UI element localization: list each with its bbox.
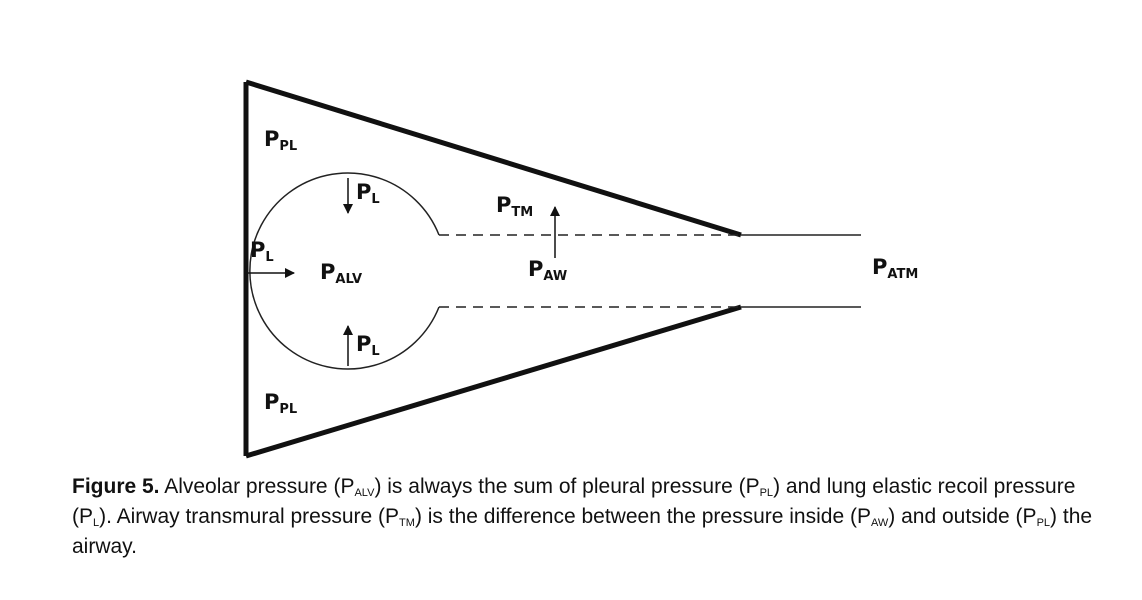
caption-text-6: ) and outside (P	[888, 505, 1037, 528]
cone-bottom-wall	[245, 304, 742, 459]
figure-label: Figure 5.	[72, 475, 160, 498]
caption-text-5: ) is the difference between the pressure…	[414, 505, 871, 528]
figure-caption: Figure 5. Alveolar pressure (PALV) is al…	[72, 472, 1112, 562]
pl-bottom-label: PL	[356, 332, 380, 359]
caption-sub-pl: PL	[759, 487, 774, 499]
pl-left-label: PL	[250, 238, 274, 265]
pl-top-label: PL	[356, 180, 380, 207]
cone-top-wall	[245, 79, 742, 238]
alveolus-outline	[249, 172, 440, 370]
caption-sub-pl-2: PL	[1036, 517, 1051, 529]
patm-label: PATM	[872, 255, 918, 282]
caption-sub-l: L	[93, 517, 100, 529]
ppl-bottom-label: PPL	[264, 390, 297, 417]
palv-label: PALV	[320, 260, 362, 287]
caption-sub-alv: ALV	[354, 487, 375, 499]
paw-label: PAW	[528, 257, 567, 284]
caption-text-4: ). Airway transmural pressure (P	[99, 505, 400, 528]
ptm-label: PTM	[496, 193, 533, 220]
ppl-top-label: PPL	[264, 127, 297, 154]
caption-text-2: ) is always the sum of pleural pressure …	[374, 475, 760, 498]
caption-text-3: ) and lung elastic recoil pressure (P	[72, 475, 1076, 528]
caption-text-1: Alveolar pressure (P	[159, 475, 355, 498]
pressure-diagram: PPL PPL PL PL PL PALV PTM PAW PATM	[243, 79, 918, 459]
caption-text-7: ) the airway.	[72, 505, 1093, 558]
caption-sub-tm: TM	[399, 517, 415, 529]
pleural-cone	[243, 79, 742, 459]
caption-sub-aw: AW	[870, 517, 889, 529]
